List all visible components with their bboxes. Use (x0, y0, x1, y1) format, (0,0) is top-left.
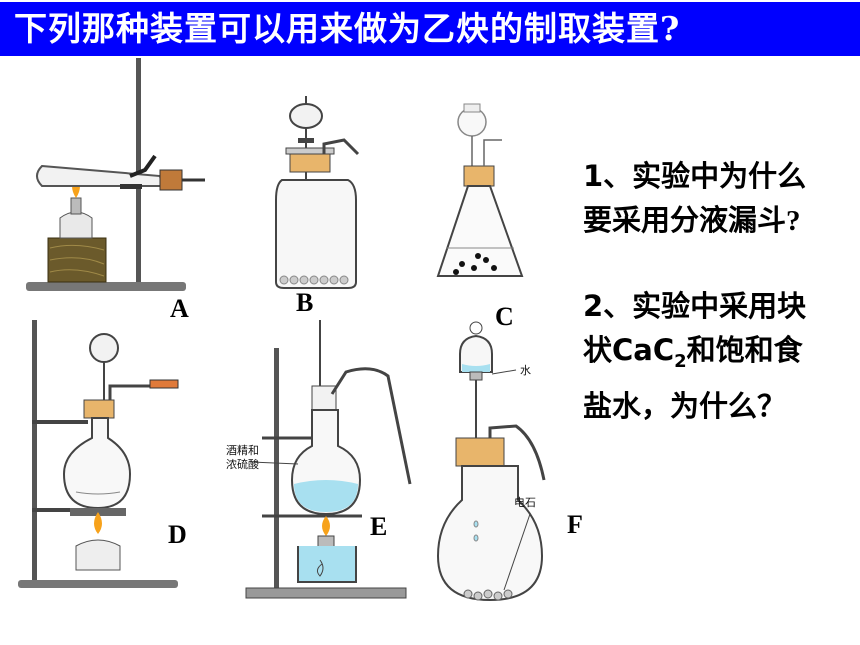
label-b: B (296, 288, 314, 317)
label-e: E (370, 512, 388, 541)
e-reagent-line2: 浓硫酸 (226, 457, 259, 471)
apparatus-e: 酒精和 浓硫酸 (226, 320, 412, 599)
e-reagent-line1: 酒精和 (226, 444, 259, 457)
question-1: 1、实验中为什么 要采用分液漏斗? (583, 154, 806, 243)
question-2: 2、实验中采用块 状CaC2和饱和食 盐水，为什么？ (583, 284, 806, 428)
label-f: F (567, 510, 583, 539)
apparatus-c (436, 103, 524, 277)
apparatus-a (26, 58, 205, 291)
question-2-line2: 状CaC2和饱和食 (583, 333, 803, 372)
label-a: A (170, 294, 189, 323)
apparatus-f: 水 电石 (436, 321, 546, 602)
question-1-line2: 要采用分液漏斗? (583, 203, 801, 237)
title-question-mark: ? (660, 9, 681, 48)
apparatus-d (18, 320, 179, 588)
label-c: C (495, 302, 514, 331)
f-carbide-note: 电石 (514, 496, 536, 509)
slide-title: 下列那种装置可以用来做为乙炔的制取装置? (0, 2, 860, 56)
label-d: D (168, 520, 187, 549)
f-water-note: 水 (520, 364, 531, 377)
apparatus-b (275, 96, 360, 289)
question-2-line3: 盐水，为什么？ (583, 388, 787, 423)
title-text: 下列那种装置可以用来做为乙炔的制取装置 (14, 9, 660, 48)
question-1-line1: 1、实验中为什么 (583, 159, 807, 193)
question-2-line1: 2、实验中采用块 (583, 289, 807, 323)
